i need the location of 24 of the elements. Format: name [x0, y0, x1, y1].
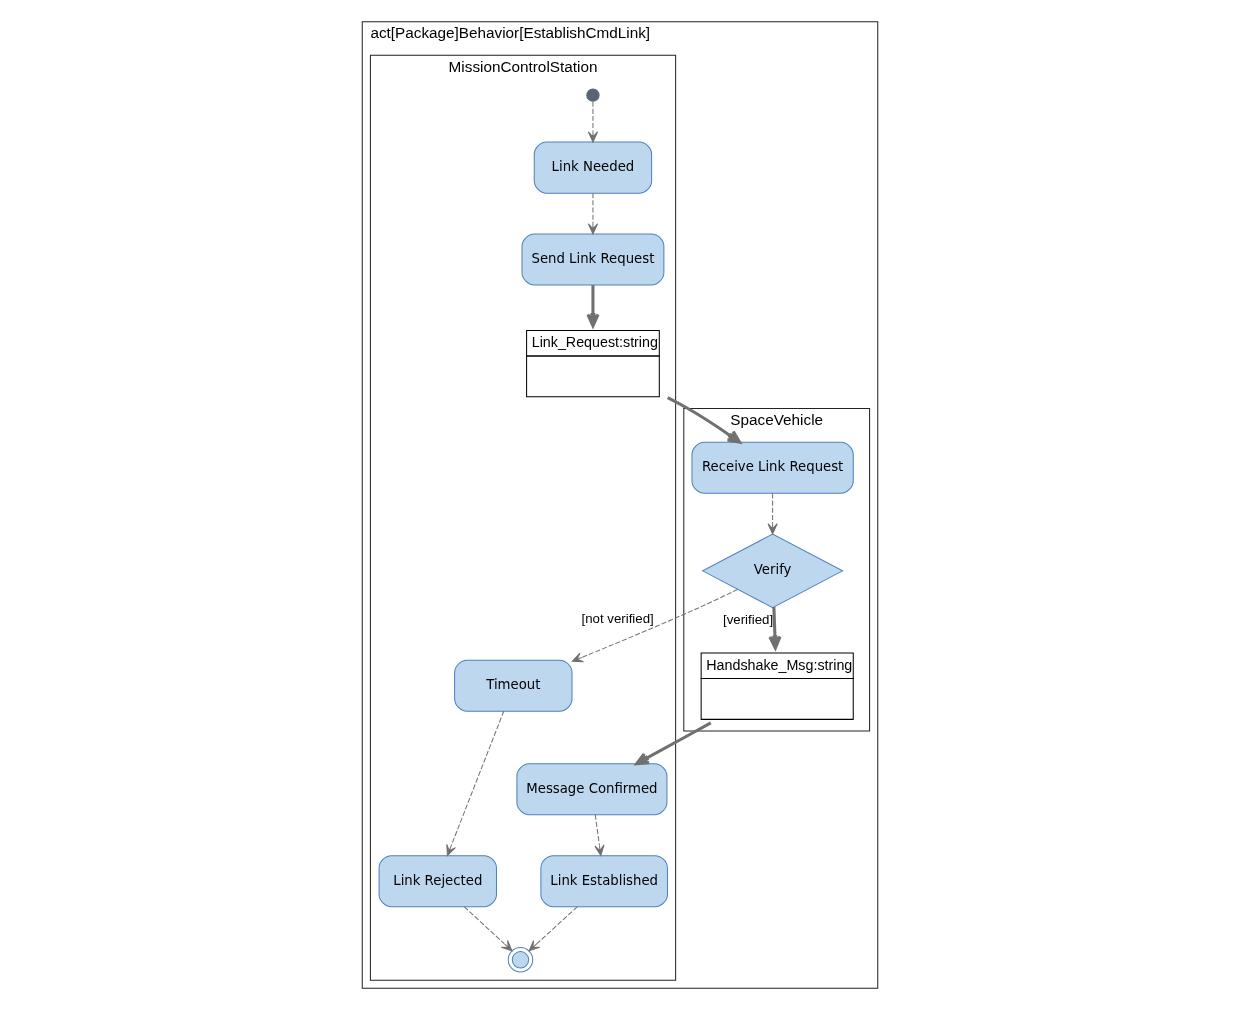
- node-box: Send Link Request: [521, 232, 664, 286]
- node-box: Timeout: [453, 659, 573, 712]
- node-diamond: Verify: [701, 533, 844, 608]
- node-circle: [507, 946, 533, 972]
- node-box: Receive Link Request: [690, 441, 854, 494]
- arrow: [593, 813, 604, 856]
- node-circle: [585, 88, 600, 102]
- arrow: [528, 905, 578, 951]
- edge-label: [verified]: [722, 611, 773, 627]
- edge-label: [not verified]: [581, 610, 654, 626]
- arrow: [585, 284, 600, 327]
- arrow: [666, 395, 741, 444]
- arrow: [767, 606, 782, 650]
- node-box: Link Needed: [533, 141, 652, 194]
- node-box: Message Confirmed: [515, 762, 667, 815]
- arrow: [767, 492, 778, 534]
- arrow: [445, 710, 504, 856]
- arrow: [571, 588, 738, 662]
- node-box: Link Rejected: [378, 854, 497, 907]
- arrow: [587, 100, 598, 143]
- arrow: [634, 721, 711, 765]
- node-box: Link Established: [539, 854, 668, 907]
- arrow: [587, 192, 598, 234]
- arrow: [463, 905, 512, 951]
